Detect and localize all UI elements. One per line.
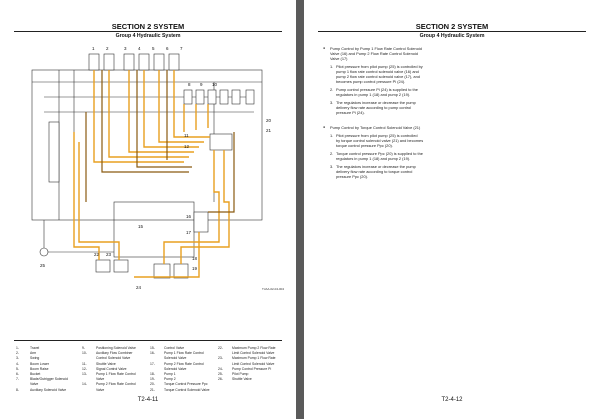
step-item: 2. Torque control pressure Ppc (20) is s… bbox=[330, 151, 423, 161]
legend-item: 25-Pilot Pump bbox=[218, 371, 249, 376]
callout-4: 4 bbox=[138, 46, 141, 51]
step-item: 2. Pump control pressure Pi (24) is supp… bbox=[330, 87, 418, 97]
step-item: 1. Pilot pressure from pilot pump (25) i… bbox=[330, 133, 424, 148]
callout-15: 15 bbox=[138, 224, 144, 229]
callout-9: 9 bbox=[200, 82, 203, 87]
callout-25: 25 bbox=[40, 263, 46, 268]
legend-item: 10-Auxiliary Flow Combiner bbox=[82, 351, 133, 356]
callout-2: 2 bbox=[106, 46, 109, 51]
legend-item: 26-Shuttle Valve bbox=[218, 377, 252, 382]
control-valve-box bbox=[113, 201, 195, 258]
legend-item: 17-Pump 2 Flow Rate Control bbox=[150, 361, 204, 366]
callout-21: 21 bbox=[266, 128, 272, 133]
callout-8: 8 bbox=[188, 82, 191, 87]
legend-item: 15-Control Valve bbox=[150, 346, 185, 350]
callout-18: 18 bbox=[192, 256, 198, 261]
step-item: 1. Pilot pressure from pilot pump (25) i… bbox=[330, 64, 423, 84]
title-rule bbox=[14, 31, 282, 32]
title-rule bbox=[318, 31, 586, 32]
legend-item: 9-Positioning Solenoid Valve bbox=[82, 346, 136, 350]
legend-item: 12-Signal Control Valve bbox=[82, 366, 127, 371]
callout-7: 7 bbox=[180, 46, 183, 51]
legend-item: 3-Swing bbox=[16, 356, 40, 361]
block-heading: Pump Control by Torque Control Solenoid … bbox=[322, 125, 584, 130]
callout-11: 11 bbox=[184, 133, 189, 138]
legend-item: 2-Arm bbox=[16, 351, 37, 356]
description-text: Pump Control by Pump 1 Flow Rate Control… bbox=[322, 46, 584, 189]
callout-24: 24 bbox=[136, 285, 142, 290]
legend-item: 5-Boom Raise bbox=[16, 366, 49, 371]
legend-item: 18-Pump 1 bbox=[150, 371, 176, 376]
legend-item: 8-Auxiliary Solenoid Valve bbox=[16, 387, 67, 392]
legend-item: 22-Maximum Pump 2 Flow Rate bbox=[218, 346, 276, 350]
step-item: 3. The regulators increase or decrease t… bbox=[330, 100, 416, 115]
torque-control-block: Pump Control by Torque Control Solenoid … bbox=[322, 125, 584, 179]
diagram-reference: TJAA-02-04-004 bbox=[261, 287, 284, 291]
section-title: SECTION 2 SYSTEM bbox=[415, 22, 489, 31]
callout-20: 20 bbox=[266, 118, 272, 123]
block-heading: Pump Control by Pump 1 Flow Rate Control… bbox=[322, 46, 584, 61]
callout-5: 5 bbox=[152, 46, 155, 51]
callout-17: 17 bbox=[186, 230, 192, 235]
legend-item: Valve bbox=[96, 387, 105, 392]
legend-item: Valve bbox=[30, 382, 39, 387]
callout-10: 10 bbox=[212, 82, 218, 87]
legend-item: 4-Boom Lower bbox=[16, 361, 50, 366]
hydraulic-schematic: 1 2 3 4 5 6 7 8 9 10 11 12 15 16 17 18 1… bbox=[31, 46, 272, 290]
legend-rule bbox=[14, 340, 282, 341]
group-title: Group 4 Hydraulic System bbox=[419, 33, 485, 39]
legend-item: Solenoid Valve bbox=[164, 366, 187, 371]
legend-item: 14-Pump 2 Flow Rate Control bbox=[82, 382, 136, 387]
legend-item: 13-Pump 1 Flow Rate Control bbox=[82, 371, 136, 376]
legend-item: Valve bbox=[96, 377, 105, 382]
section-title: SECTION 2 SYSTEM bbox=[111, 22, 185, 31]
group-title: Group 4 Hydraulic System bbox=[115, 33, 181, 39]
right-page: SECTION 2 SYSTEM Group 4 Hydraulic Syste… bbox=[304, 0, 600, 419]
legend-item: Limit Control Solenoid Valve bbox=[232, 361, 275, 366]
callout-3: 3 bbox=[124, 46, 127, 51]
page-footer: T2-4-12 bbox=[441, 397, 463, 403]
left-page: SECTION 2 SYSTEM Group 4 Hydraulic Syste… bbox=[0, 0, 296, 419]
legend-item: 20-Torque Control Pressure Ppc bbox=[150, 382, 208, 387]
callout-1: 1 bbox=[92, 46, 95, 51]
legend-item: 21-Torque Control Solenoid Valve bbox=[150, 387, 210, 392]
legend-item: 19-Pump 2 bbox=[150, 377, 176, 382]
callout-16: 16 bbox=[186, 214, 192, 219]
callout-6: 6 bbox=[166, 46, 169, 51]
legend-item: 16-Pump 1 Flow Rate Control bbox=[150, 351, 204, 356]
page-footer: T2-4-11 bbox=[137, 397, 159, 403]
callout-19: 19 bbox=[192, 266, 198, 271]
legend-item: Control Solenoid Valve bbox=[96, 356, 131, 361]
legend-item: Solenoid Valve bbox=[164, 356, 187, 361]
callout-12: 12 bbox=[184, 144, 190, 149]
callout-23: 23 bbox=[106, 252, 112, 257]
callout-22: 22 bbox=[94, 252, 100, 257]
legend-item: 11-Shuttle Valve bbox=[82, 361, 116, 366]
legend-item: 24-Pump Control Pressure Pi bbox=[218, 366, 272, 371]
step-item: 3. The regulators increase or decrease t… bbox=[330, 164, 416, 179]
legend-item: 7-Blade/Outrigger Solenoid bbox=[16, 377, 68, 382]
legend-item: 1-Travel bbox=[16, 346, 40, 350]
legend-item: 23-Maximum Pump 1 Flow Rate bbox=[218, 356, 276, 361]
legend-item: Limit Control Solenoid Valve bbox=[232, 351, 275, 356]
legend-item: 6-Bucket bbox=[16, 371, 41, 376]
pump-control-block: Pump Control by Pump 1 Flow Rate Control… bbox=[322, 46, 584, 115]
